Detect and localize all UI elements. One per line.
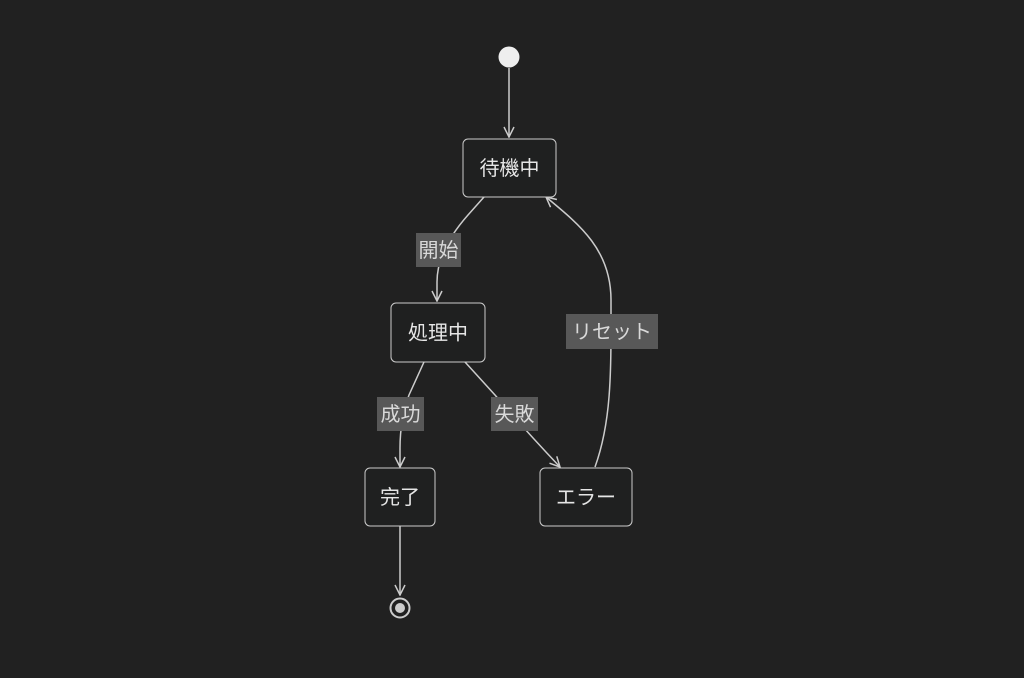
initial-state (498, 46, 520, 68)
transition-label-failure: 失敗 (491, 397, 538, 431)
state-processing-label: 処理中 (408, 321, 468, 345)
state-waiting-label: 待機中 (480, 156, 540, 180)
state-error-label: エラー (556, 485, 616, 509)
transition-label-start-text: 開始 (419, 238, 459, 262)
transition-label-reset-text: リセット (572, 320, 652, 344)
edge-error-to-waiting (546, 197, 612, 468)
state-processing[interactable]: 処理中 (390, 302, 486, 363)
state-error[interactable]: エラー (539, 467, 633, 527)
transition-label-failure-text: 失敗 (495, 402, 535, 426)
transition-label-success: 成功 (377, 397, 424, 431)
state-done[interactable]: 完了 (364, 467, 436, 527)
transition-label-reset: リセット (566, 314, 658, 349)
final-state (389, 597, 411, 619)
state-done-label: 完了 (380, 485, 420, 509)
transition-label-success-text: 成功 (381, 402, 421, 426)
transition-label-start: 開始 (416, 233, 461, 267)
state-waiting[interactable]: 待機中 (462, 138, 557, 198)
